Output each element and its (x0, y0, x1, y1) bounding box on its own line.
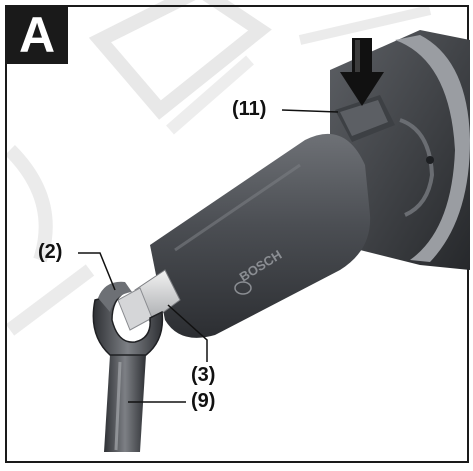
brand-logo-icon (234, 281, 252, 295)
callout-switch: (11) (232, 98, 267, 120)
callout-spanner: (9) (191, 390, 216, 412)
panel-label: A (6, 6, 68, 64)
leader-collet-nut (167, 304, 208, 362)
leader-wrench-jaw (78, 252, 116, 291)
on-off-switch (335, 95, 395, 142)
leader-switch (281, 109, 339, 113)
callout-leaders (78, 109, 339, 403)
grinder-grip: BOSCH (150, 133, 371, 338)
callout-collet-nut: (3) (191, 364, 216, 386)
spanner (92, 281, 164, 452)
arrow-down-icon (340, 38, 384, 106)
callout-wrench-jaw: (2) (38, 241, 63, 263)
